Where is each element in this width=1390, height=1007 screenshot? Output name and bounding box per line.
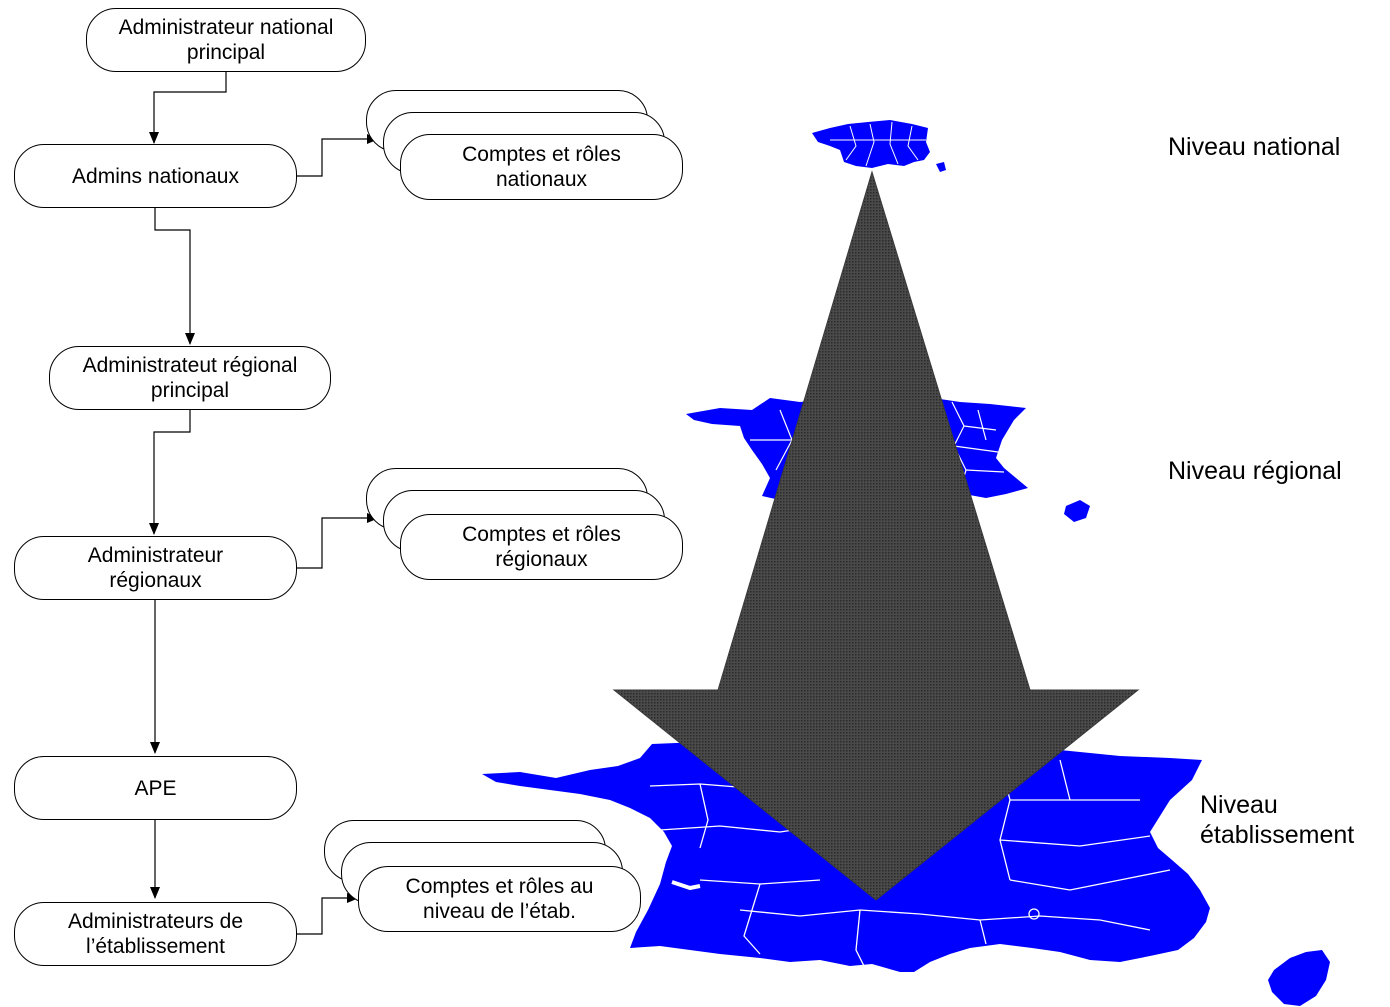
level-etablissement-line2: établissement [1200,821,1355,849]
accounts-national: Comptes et rôles nationaux [400,134,683,200]
connector-admins-to-regional [154,208,195,345]
node-admins-etab-label: Administrateurs de l’établissement [67,910,244,958]
connector-national-to-admins [149,72,227,144]
node-regional-principal-label: Administrateut régional principal [82,354,298,402]
connector-adminreg-to-accounts [297,513,379,569]
node-ape-label: APE [134,776,177,800]
node-admin-regionaux: Administrateur régionaux [14,536,297,600]
corsica-large [1268,950,1330,1006]
accounts-regional-label: Comptes et rôles régionaux [462,523,621,571]
node-admins-nationaux: Admins nationaux [14,144,297,208]
node-regional-principal: Administrateut régional principal [49,346,331,410]
accounts-regional: Comptes et rôles régionaux [400,514,683,580]
map-national [812,120,946,172]
level-national-label: Niveau national [1168,133,1341,161]
level-etablissement-line1: Niveau [1200,791,1278,819]
france-map-small [812,120,930,168]
node-admin-regionaux-label: Administrateur régionaux [87,544,224,592]
node-national-principal-label: Administrateur national principal [118,16,334,64]
connector-regional-to-adminreg [149,410,191,535]
connector-admins-to-accounts [297,134,379,177]
node-admins-nationaux-label: Admins nationaux [72,164,239,188]
level-etablissement-label: Niveau établissement [1200,790,1354,850]
corsica-medium [1064,500,1090,522]
accounts-etab-label: Comptes et rôles au niveau de l’étab. [405,875,594,923]
corsica-small [936,162,946,172]
connector-etab-to-accounts [297,893,359,935]
node-ape: APE [14,756,297,820]
level-regional-label: Niveau régional [1168,457,1342,485]
accounts-etab: Comptes et rôles au niveau de l’étab. [358,866,641,932]
level-arrow [612,170,1140,901]
node-admins-etab: Administrateurs de l’établissement [14,902,297,966]
node-national-principal: Administrateur national principal [86,8,366,72]
accounts-national-label: Comptes et rôles nationaux [462,143,621,191]
